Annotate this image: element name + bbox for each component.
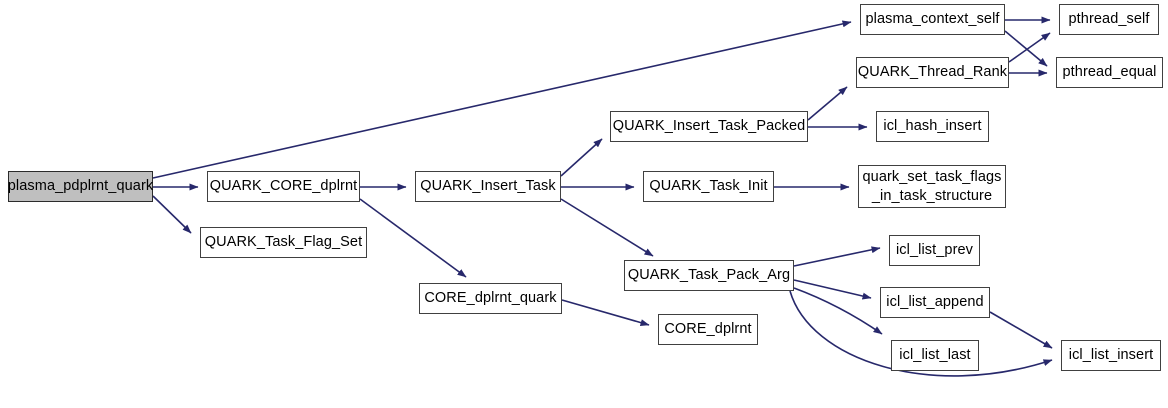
call-edge-QUARK_Insert_Task-to-QUARK_Insert_Task_Packed (560, 138, 603, 177)
call-edge-CORE_dplrnt_quark-to-CORE_dplrnt (561, 299, 650, 327)
graph-node-plasma_context_self[interactable]: plasma_context_self (860, 4, 1005, 35)
graph-node-pthread_equal[interactable]: pthread_equal (1056, 57, 1163, 88)
graph-node-QUARK_Thread_Rank[interactable]: QUARK_Thread_Rank (856, 57, 1009, 88)
graph-node-icl_list_last[interactable]: icl_list_last (891, 340, 979, 371)
graph-node-icl_hash_insert[interactable]: icl_hash_insert (876, 111, 989, 142)
call-edge-plasma_pdplrnt_quark-to-plasma_context_self (152, 20, 852, 179)
call-edge-plasma_pdplrnt_quark-to-QUARK_Task_Flag_Set (152, 195, 192, 234)
graph-node-icl_list_insert[interactable]: icl_list_insert (1061, 340, 1161, 371)
call-edge-QUARK_Insert_Task_Packed-to-QUARK_Thread_Rank (807, 86, 848, 121)
call-edge-QUARK_Thread_Rank-to-pthread_self (1008, 32, 1051, 63)
graph-node-QUARK_Insert_Task[interactable]: QUARK_Insert_Task (415, 171, 561, 202)
graph-node-plasma_pdplrnt_quark[interactable]: plasma_pdplrnt_quark (8, 171, 153, 202)
graph-node-CORE_dplrnt[interactable]: CORE_dplrnt (658, 314, 758, 345)
call-edge-plasma_context_self-to-pthread_equal (1004, 30, 1048, 67)
call-edge-QUARK_Insert_Task-to-QUARK_Task_Pack_Arg (560, 198, 654, 257)
graph-node-QUARK_Task_Flag_Set[interactable]: QUARK_Task_Flag_Set (200, 227, 367, 258)
graph-node-QUARK_CORE_dplrnt[interactable]: QUARK_CORE_dplrnt (207, 171, 360, 202)
call-edge-QUARK_Task_Pack_Arg-to-icl_list_last (793, 287, 883, 335)
graph-node-icl_list_prev[interactable]: icl_list_prev (889, 235, 980, 266)
graph-node-quark_set_task_flags[interactable]: quark_set_task_flags _in_task_structure (858, 165, 1006, 208)
graph-node-CORE_dplrnt_quark[interactable]: CORE_dplrnt_quark (419, 283, 562, 314)
call-edge-icl_list_append-to-icl_list_insert (989, 311, 1053, 349)
call-edge-QUARK_Task_Pack_Arg-to-icl_list_prev (793, 246, 881, 267)
call-edge-QUARK_CORE_dplrnt-to-CORE_dplrnt_quark (359, 198, 467, 278)
graph-node-QUARK_Task_Pack_Arg[interactable]: QUARK_Task_Pack_Arg (624, 260, 794, 291)
graph-node-QUARK_Insert_Task_Packed[interactable]: QUARK_Insert_Task_Packed (610, 111, 808, 142)
graph-node-pthread_self[interactable]: pthread_self (1059, 4, 1159, 35)
graph-node-icl_list_append[interactable]: icl_list_append (880, 287, 990, 318)
graph-node-QUARK_Task_Init[interactable]: QUARK_Task_Init (643, 171, 774, 202)
call-edge-QUARK_Task_Pack_Arg-to-icl_list_append (793, 279, 872, 300)
